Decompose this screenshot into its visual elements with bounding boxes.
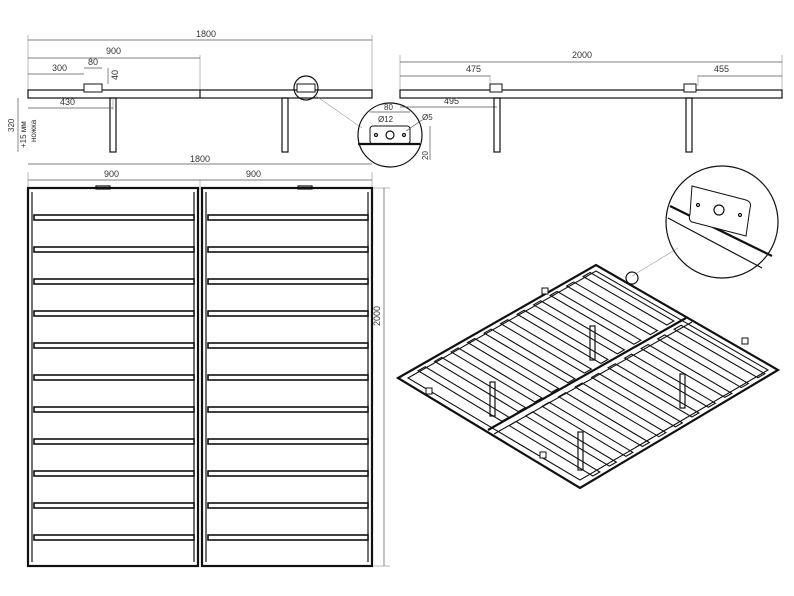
plan-slat: [33, 374, 195, 381]
bracket-detail-hole-left: [373, 132, 379, 138]
iso-slat: [541, 401, 634, 457]
iso-slat: [516, 309, 609, 365]
detail-plate-width-label: 80: [384, 103, 393, 112]
plan-slat: [207, 342, 369, 349]
iso-slat: [590, 372, 684, 428]
iso-slat: [433, 356, 527, 413]
front-leg-note-label: +15 мм: [19, 121, 28, 148]
iso-slat: [417, 366, 510, 422]
iso-outer-frame: [395, 263, 781, 490]
front-bracket-offset-label: 300: [52, 63, 67, 73]
front-leg-word-label: ножка: [29, 119, 38, 142]
side-right-bracket-label: 455: [714, 64, 729, 74]
side-leg-left: [493, 97, 501, 153]
iso-leg-1: [489, 381, 496, 417]
iso-slat: [450, 347, 543, 403]
front-bracket-right: [296, 83, 316, 93]
plan-slat: [207, 406, 369, 413]
iso-slat: [574, 382, 667, 438]
plan-slat: [33, 278, 195, 285]
iso-slat: [582, 271, 675, 326]
iso-slats: [417, 271, 766, 477]
iso-leg-4: [679, 373, 686, 409]
iso-slat: [466, 337, 560, 393]
front-view: 1800 900 300 80 40 430 320 +15 мм ножка: [7, 29, 373, 153]
front-leg-height-label: 320: [7, 118, 16, 132]
plan-slat: [207, 310, 369, 317]
plan-slat: [33, 470, 195, 477]
plan-slats: [33, 214, 369, 541]
iso-leg-2: [589, 325, 596, 361]
iso-slat: [532, 300, 626, 355]
iso-detail-marker: [625, 271, 639, 285]
plan-slat: [207, 246, 369, 253]
plan-slat: [33, 246, 195, 253]
iso-slat: [524, 411, 618, 467]
iso-detail-plate: [688, 185, 751, 237]
front-bracket-width-label: 80: [88, 57, 98, 67]
iso-center-divider: [487, 317, 687, 431]
plan-slat: [207, 534, 369, 541]
bracket-detail-circle: [357, 102, 423, 168]
front-detail-marker: [293, 75, 319, 101]
side-bracket-left: [489, 83, 503, 93]
plan-total-width-label: 1800: [190, 154, 210, 164]
plan-slat: [33, 438, 195, 445]
plan-length-label: 2000: [372, 306, 382, 326]
plan-slat: [33, 406, 195, 413]
detail-hole-large-label: Ø12: [378, 115, 394, 124]
front-bracket-left: [83, 83, 103, 93]
front-leg-right: [281, 97, 289, 153]
plan-slat: [207, 438, 369, 445]
iso-slat: [607, 363, 700, 418]
plan-slat: [33, 502, 195, 509]
iso-slat: [656, 334, 750, 389]
plan-slat: [207, 278, 369, 285]
plan-slat: [33, 342, 195, 349]
plan-slat: [207, 502, 369, 509]
plan-slat: [33, 310, 195, 317]
front-bracket-height-label: 40: [110, 70, 120, 80]
iso-slat: [565, 281, 659, 336]
bracket-detail-hole-right: [401, 132, 407, 138]
side-rail: [399, 89, 783, 99]
iso-detail-circle: [665, 165, 779, 279]
isometric-view: [395, 165, 781, 490]
plan-right-frame: [200, 186, 374, 568]
side-bracket-right: [683, 83, 697, 93]
iso-slat: [508, 420, 601, 477]
iso-slat: [549, 290, 642, 345]
iso-slat: [483, 328, 576, 384]
plan-view: 1800 900 900 2000: [26, 154, 390, 568]
bracket-detail-plate: [369, 125, 411, 145]
front-total-width-label: 1800: [196, 29, 216, 39]
plan-slat: [33, 214, 195, 221]
detail-hole-small-label: Ø5: [422, 113, 433, 122]
iso-slat: [499, 319, 593, 374]
side-leg-right: [685, 97, 693, 153]
front-leg-offset-label: 430: [60, 97, 75, 107]
plan-slat: [207, 470, 369, 477]
plan-slat: [207, 214, 369, 221]
plan-slat: [33, 534, 195, 541]
side-leg-offset-label: 495: [444, 96, 459, 106]
plan-slat: [207, 374, 369, 381]
plan-left-frame: [26, 186, 200, 568]
side-left-bracket-label: 475: [466, 64, 481, 74]
side-total-length-label: 2000: [572, 50, 592, 60]
bracket-detail: 80 Ø12 Ø5 20: [315, 95, 433, 168]
plan-left-half-label: 900: [104, 169, 119, 179]
iso-slat: [640, 343, 733, 399]
iso-leg-3: [577, 431, 584, 471]
detail-plate-height-label: 20: [421, 151, 430, 160]
iso-slat: [557, 392, 651, 448]
bracket-detail-hole-large: [385, 130, 395, 140]
front-half-width-label: 900: [106, 46, 121, 56]
iso-slat: [673, 324, 766, 379]
iso-detail-hole-large: [713, 204, 725, 216]
side-view: 2000 475 455 495: [399, 50, 783, 153]
iso-slat: [623, 353, 717, 408]
plan-right-half-label: 900: [246, 169, 261, 179]
